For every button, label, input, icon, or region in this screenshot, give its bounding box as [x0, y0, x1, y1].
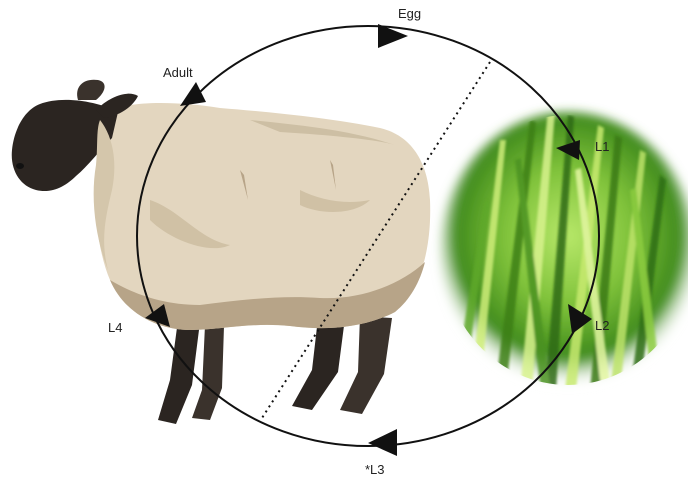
stage-label-l3: *L3	[365, 463, 385, 476]
arrow-adult	[180, 82, 206, 106]
stage-label-l4: L4	[108, 321, 122, 334]
stage-label-egg: Egg	[398, 7, 421, 20]
sheep-illustration	[12, 80, 430, 424]
stage-label-l2: L2	[595, 319, 609, 332]
stage-label-l1: L1	[595, 140, 609, 153]
arrow-l3	[368, 429, 397, 456]
stage-label-adult: Adult	[163, 66, 193, 79]
